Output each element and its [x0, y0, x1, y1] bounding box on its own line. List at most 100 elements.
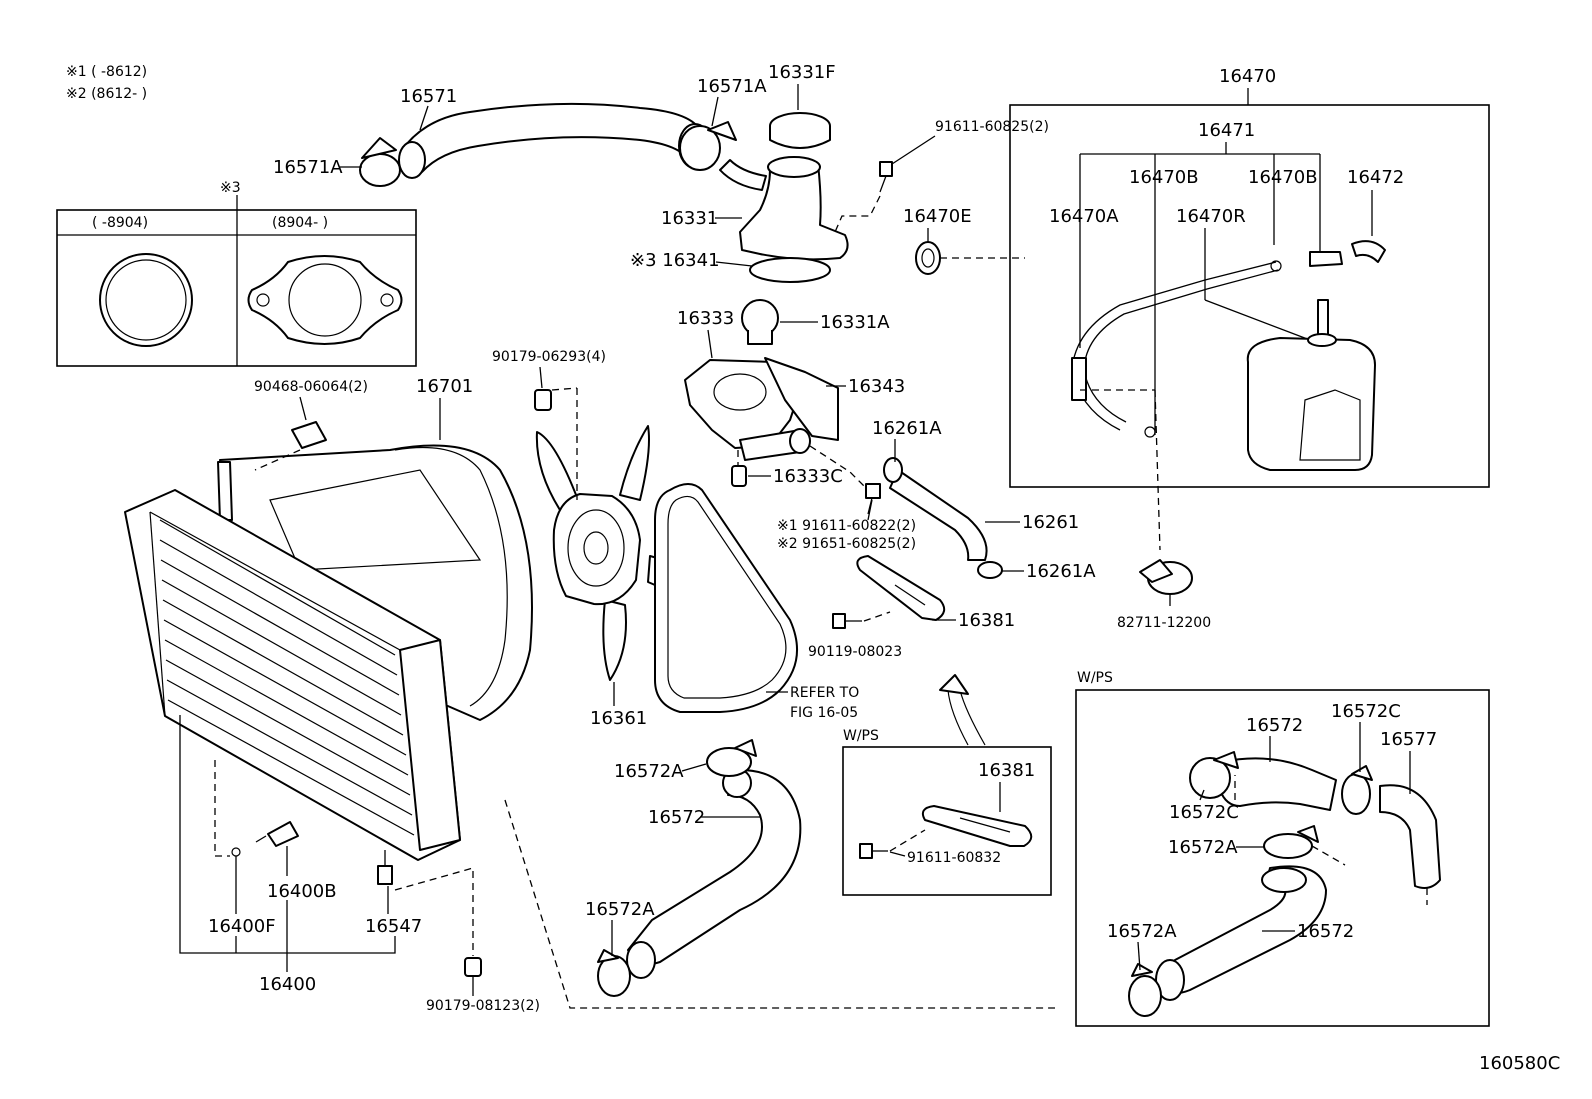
label-16381: 16381 — [958, 610, 1015, 631]
bracket-16381-wps — [921, 805, 1033, 847]
fan-belt — [654, 483, 798, 713]
gasket-right-range: (8904- ) — [272, 215, 328, 231]
label-16331F: 16331F — [768, 62, 836, 83]
label-16470R: 16470R — [1176, 206, 1246, 227]
hose-clamp-16571A-left — [359, 137, 401, 187]
reservoir-overflow-hose — [1071, 261, 1279, 431]
label-16381-b: 16381 — [978, 760, 1035, 781]
wps-right-box — [1075, 689, 1490, 1027]
water-inlet-16333 — [684, 359, 811, 461]
label-16400: 16400 — [259, 974, 316, 995]
oring-16400F — [231, 847, 241, 857]
label-16331A: 16331A — [820, 312, 890, 333]
hose-clamp-16572A-lower — [597, 949, 631, 997]
wps-clamp-16572A-low — [1128, 963, 1162, 1017]
wps-clamp-16572A-mid — [1263, 825, 1319, 859]
gasket-option-box: ※3 ( -8904) (8904- ) — [56, 180, 417, 367]
label-16472: 16472 — [1347, 167, 1404, 188]
label-16470A: 16470A — [1049, 206, 1119, 227]
label-16470: 16470 — [1219, 66, 1276, 87]
wps-center-box — [842, 746, 1052, 896]
clip-90468-06064 — [291, 421, 327, 449]
reservoir-vent-16472 — [1309, 240, 1386, 267]
hose-clip-16470B — [1144, 260, 1282, 438]
label-16571A-top: 16571A — [697, 76, 767, 97]
bolt-91611-60832 — [859, 843, 888, 859]
label-16572A-r2: 16572A — [1107, 921, 1177, 942]
label-90179-08123: 90179-08123(2) — [426, 998, 540, 1014]
label-16341: ※3 16341 — [630, 250, 720, 271]
refer-line-2: FIG 16-05 — [790, 705, 858, 721]
cooling-fan-16361 — [535, 425, 703, 681]
thermostat-16331A — [741, 299, 779, 345]
label-90468-06064: 90468-06064(2) — [254, 379, 368, 395]
label-16577: 16577 — [1380, 729, 1437, 750]
note-2: ※2 (8612- ) — [66, 86, 147, 102]
wps-center-arrow — [939, 674, 986, 746]
note-1: ※1 ( -8612) — [66, 64, 147, 80]
label-82711-12200: 82711-12200 — [1117, 615, 1211, 631]
label-16261A-bot: 16261A — [1026, 561, 1096, 582]
gasket-flanged-shape — [247, 255, 403, 345]
refer-line-1: REFER TO — [790, 685, 859, 701]
wps-center-title: W/PS — [843, 728, 879, 744]
lower-hose-16572 — [626, 768, 802, 979]
label-16471: 16471 — [1198, 120, 1255, 141]
label-16400B: 16400B — [267, 881, 337, 902]
clamp-82711-12200 — [1139, 559, 1193, 595]
bolt-16547 — [377, 850, 393, 885]
figure-code: 160580C — [1479, 1053, 1560, 1074]
bolt-90119-08023 — [832, 613, 862, 629]
bolt-91611-60825 — [879, 161, 893, 193]
hose-clamp-16571A-top — [679, 121, 737, 171]
label-16333: 16333 — [677, 308, 734, 329]
label-16572-a: 16572 — [648, 807, 705, 828]
bypass-hose-16261 — [883, 457, 1003, 579]
label-16470B-2: 16470B — [1248, 167, 1318, 188]
label-16572A-b: 16572A — [585, 899, 655, 920]
radiator-core-fins — [159, 519, 415, 836]
label-16547: 16547 — [365, 916, 422, 937]
radiator-16400 — [124, 489, 461, 861]
label-90119-08023: 90119-08023 — [808, 644, 902, 660]
radiator-cap-16331F — [769, 112, 831, 149]
label-16571A-left: 16571A — [273, 157, 343, 178]
note-3: ※3 — [220, 180, 241, 196]
label-16572A-a: 16572A — [614, 761, 684, 782]
reservoir-tank — [1246, 299, 1376, 471]
label-91611-60822: ※1 91611-60822(2) — [777, 518, 916, 534]
upper-radiator-hose — [398, 102, 712, 179]
gasket-left-range: ( -8904) — [92, 215, 148, 231]
reservoir-box — [1009, 104, 1490, 488]
wps-hose-16577 — [1379, 784, 1441, 889]
drain-plug-16400B — [255, 821, 299, 847]
label-91611-60832: 91611-60832 — [907, 850, 1001, 866]
wps-hose-16572-lower — [1155, 865, 1327, 1001]
label-16400F: 16400F — [208, 916, 276, 937]
label-91611-60825: 91611-60825(2) — [935, 119, 1049, 135]
label-16470B-1: 16470B — [1129, 167, 1199, 188]
nut-90179-08123 — [464, 957, 482, 977]
label-16331: 16331 — [661, 208, 718, 229]
bracket-16381 — [856, 555, 946, 621]
label-16333C: 16333C — [773, 466, 843, 487]
gasket-16343 — [764, 357, 839, 441]
label-16571: 16571 — [400, 86, 457, 107]
label-16343: 16343 — [848, 376, 905, 397]
label-16470E: 16470E — [903, 206, 972, 227]
label-16572C-2: 16572C — [1169, 802, 1239, 823]
label-16572-r2: 16572 — [1297, 921, 1354, 942]
label-91651-60825: ※2 91651-60825(2) — [777, 536, 916, 552]
gasket-16341 — [749, 257, 831, 283]
reservoir-cap-16470E — [915, 241, 941, 275]
label-16701: 16701 — [416, 376, 473, 397]
bolt-91611-60822 — [865, 483, 881, 515]
label-16572-r1: 16572 — [1246, 715, 1303, 736]
wps-hose-16572-upper — [1189, 751, 1373, 815]
fan-nut-90179-06293 — [534, 389, 552, 411]
label-90179-06293: 90179-06293(4) — [492, 349, 606, 365]
label-16361: 16361 — [590, 708, 647, 729]
drain-cock-16333C — [731, 450, 747, 487]
label-16572C-1: 16572C — [1331, 701, 1401, 722]
fan-shroud-16701 — [217, 444, 533, 721]
